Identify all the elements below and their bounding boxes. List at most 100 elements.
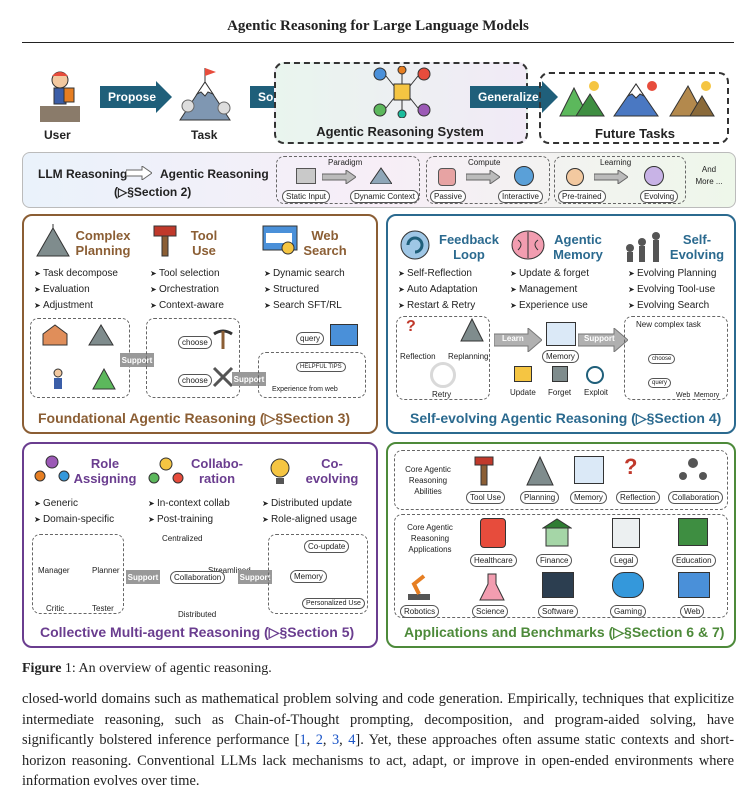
roles-box (32, 534, 124, 614)
band-arrow-icon (125, 165, 153, 181)
science-icon (478, 572, 506, 602)
citation-link[interactable]: 4 (348, 732, 356, 748)
generalize-arrow: Generalize (470, 81, 558, 113)
tool-illustration-box (146, 318, 240, 398)
dynamic-context-icon (369, 166, 393, 185)
complex-planning-title: Complex Planning (75, 228, 131, 258)
bullet-item: Search SFT/RL (264, 298, 345, 314)
paradigm-box (276, 156, 420, 204)
feedback-icon (398, 228, 432, 262)
update-icon (514, 366, 532, 382)
agentic-system-label: Agentic Reasoning System (316, 124, 484, 139)
hiker-user-icon (32, 66, 88, 124)
caption-text: 1: An overview of agentic reasoning. (61, 661, 272, 676)
memory-board-icon (546, 322, 576, 346)
figure-caption: Figure 1: An overview of agentic reasoni… (22, 661, 272, 677)
tool-bullets: Tool selection Orchestration Context-awa… (150, 266, 224, 314)
mountain-rocky-icon (668, 78, 716, 118)
planning-icon (526, 455, 554, 486)
centralized-label: Centralized (162, 534, 203, 543)
bullet-item: Evolving Planning (628, 266, 717, 282)
evolving-bullets: Evolving Planning Evolving Tool-use Evol… (628, 266, 717, 314)
bullet-item: Dynamic search (264, 266, 345, 282)
body-paragraph: closed-world domains such as mathematica… (22, 691, 735, 788)
applications-footer: Applications and Benchmarks (▷§Section 6… (404, 624, 725, 640)
experience-label: Experience from web (272, 386, 338, 393)
agentic-reasoning-label: Agentic Reasoning (160, 167, 269, 181)
replanning-label: Replanning (448, 352, 489, 361)
role-icon (34, 454, 70, 486)
application-pill: Robotics (400, 605, 440, 618)
feedback-illustration-box (396, 316, 490, 400)
generalize-label: Generalize (478, 90, 539, 104)
citation-link[interactable]: 1 (299, 732, 307, 748)
tool-hammer-icon (152, 224, 178, 258)
collaboration-title: Collabo- ration (191, 456, 243, 486)
collaboration-pill: Collaboration (170, 571, 226, 584)
applications-label: Core Agentic Reasoning Applications (407, 523, 453, 554)
reflection-label: Reflection (400, 352, 436, 361)
bullet-item: Structured (264, 282, 345, 298)
static-input-pill: Static Input (282, 190, 331, 203)
support-tag: Support (120, 353, 154, 367)
bullet-item: In-context collab (148, 496, 230, 512)
ability-pill: Memory (570, 491, 607, 504)
web-window-icon (330, 324, 358, 346)
bullet-item: Orchestration (150, 282, 224, 298)
bullet-item: Management (510, 282, 589, 298)
bullet-item: Distributed update (262, 496, 357, 512)
tent-icon (92, 367, 116, 390)
retry-label: Retry (432, 390, 452, 399)
llm-reasoning-label: LLM Reasoning (38, 167, 128, 181)
application-pill: Web (680, 605, 705, 618)
propose-arrow: Propose (100, 81, 172, 113)
web-icon (678, 572, 710, 598)
choose-pill: choose (648, 354, 676, 364)
passive-icon (438, 168, 456, 186)
crossed-tools-icon (212, 366, 234, 388)
learning-box (554, 156, 686, 204)
search-illustration-box (258, 352, 366, 398)
personalized-pill: Personalized Use (302, 598, 365, 609)
paradigm-arrow-icon (321, 169, 357, 185)
pretrained-pill: Pre-trained (558, 190, 606, 203)
self-evolving-footer: Self-evolving Agentic Reasoning (▷§Secti… (410, 410, 722, 426)
application-pill: Finance (536, 554, 573, 567)
person-icon (48, 368, 68, 390)
query-pill: query (648, 378, 672, 388)
ability-pill: Tool Use (466, 491, 506, 504)
ability-pill: Reflection (616, 491, 660, 504)
robotics-icon (404, 572, 434, 602)
compute-arrow-icon (465, 169, 501, 185)
self-evolving-title: Self-Evolving (669, 232, 725, 262)
running-header: Agentic Reasoning for Large Language Mod… (227, 18, 529, 34)
citation-link[interactable]: 2 (315, 732, 323, 748)
forget-label: Forget (548, 388, 572, 397)
collaboration-icon (678, 456, 708, 484)
paragraph-text: closed-world domains such as mathematica… (22, 691, 734, 748)
memory-icon (574, 456, 604, 484)
house-icon (42, 324, 68, 346)
agentic-memory-title: Agentic Memory (553, 232, 603, 262)
foundational-footer: Foundational Agentic Reasoning (▷§Sectio… (38, 410, 351, 426)
new-task-box (624, 316, 728, 400)
tool-use-title: Tool Use (190, 228, 218, 258)
mountain-green-icon (558, 78, 606, 118)
manager-label: Manager (38, 566, 70, 575)
web-search-title: Web Search (303, 228, 347, 258)
interactive-pill: Interactive (498, 190, 543, 203)
exploit-icon (586, 366, 604, 384)
learning-label: Learning (600, 158, 632, 167)
bullet-item: Adjustment (34, 298, 118, 314)
learning-arrow-icon (593, 169, 629, 185)
multi-agent-footer: Collective Multi-agent Reasoning (▷§Sect… (40, 624, 355, 640)
brain-memory-icon (510, 228, 546, 262)
critic-label: Critic (46, 604, 65, 613)
memory-bullets: Update & forget Management Experience us… (510, 266, 589, 314)
application-pill: Gaming (610, 605, 647, 618)
static-input-icon (296, 168, 316, 184)
citation-link[interactable]: 3 (331, 732, 340, 748)
bullet-item: Evolving Search (628, 298, 716, 314)
coevolve-bullets: Distributed update Role-aligned usage (262, 496, 357, 528)
dynamic-context-pill: Dynamic Context (350, 190, 419, 203)
